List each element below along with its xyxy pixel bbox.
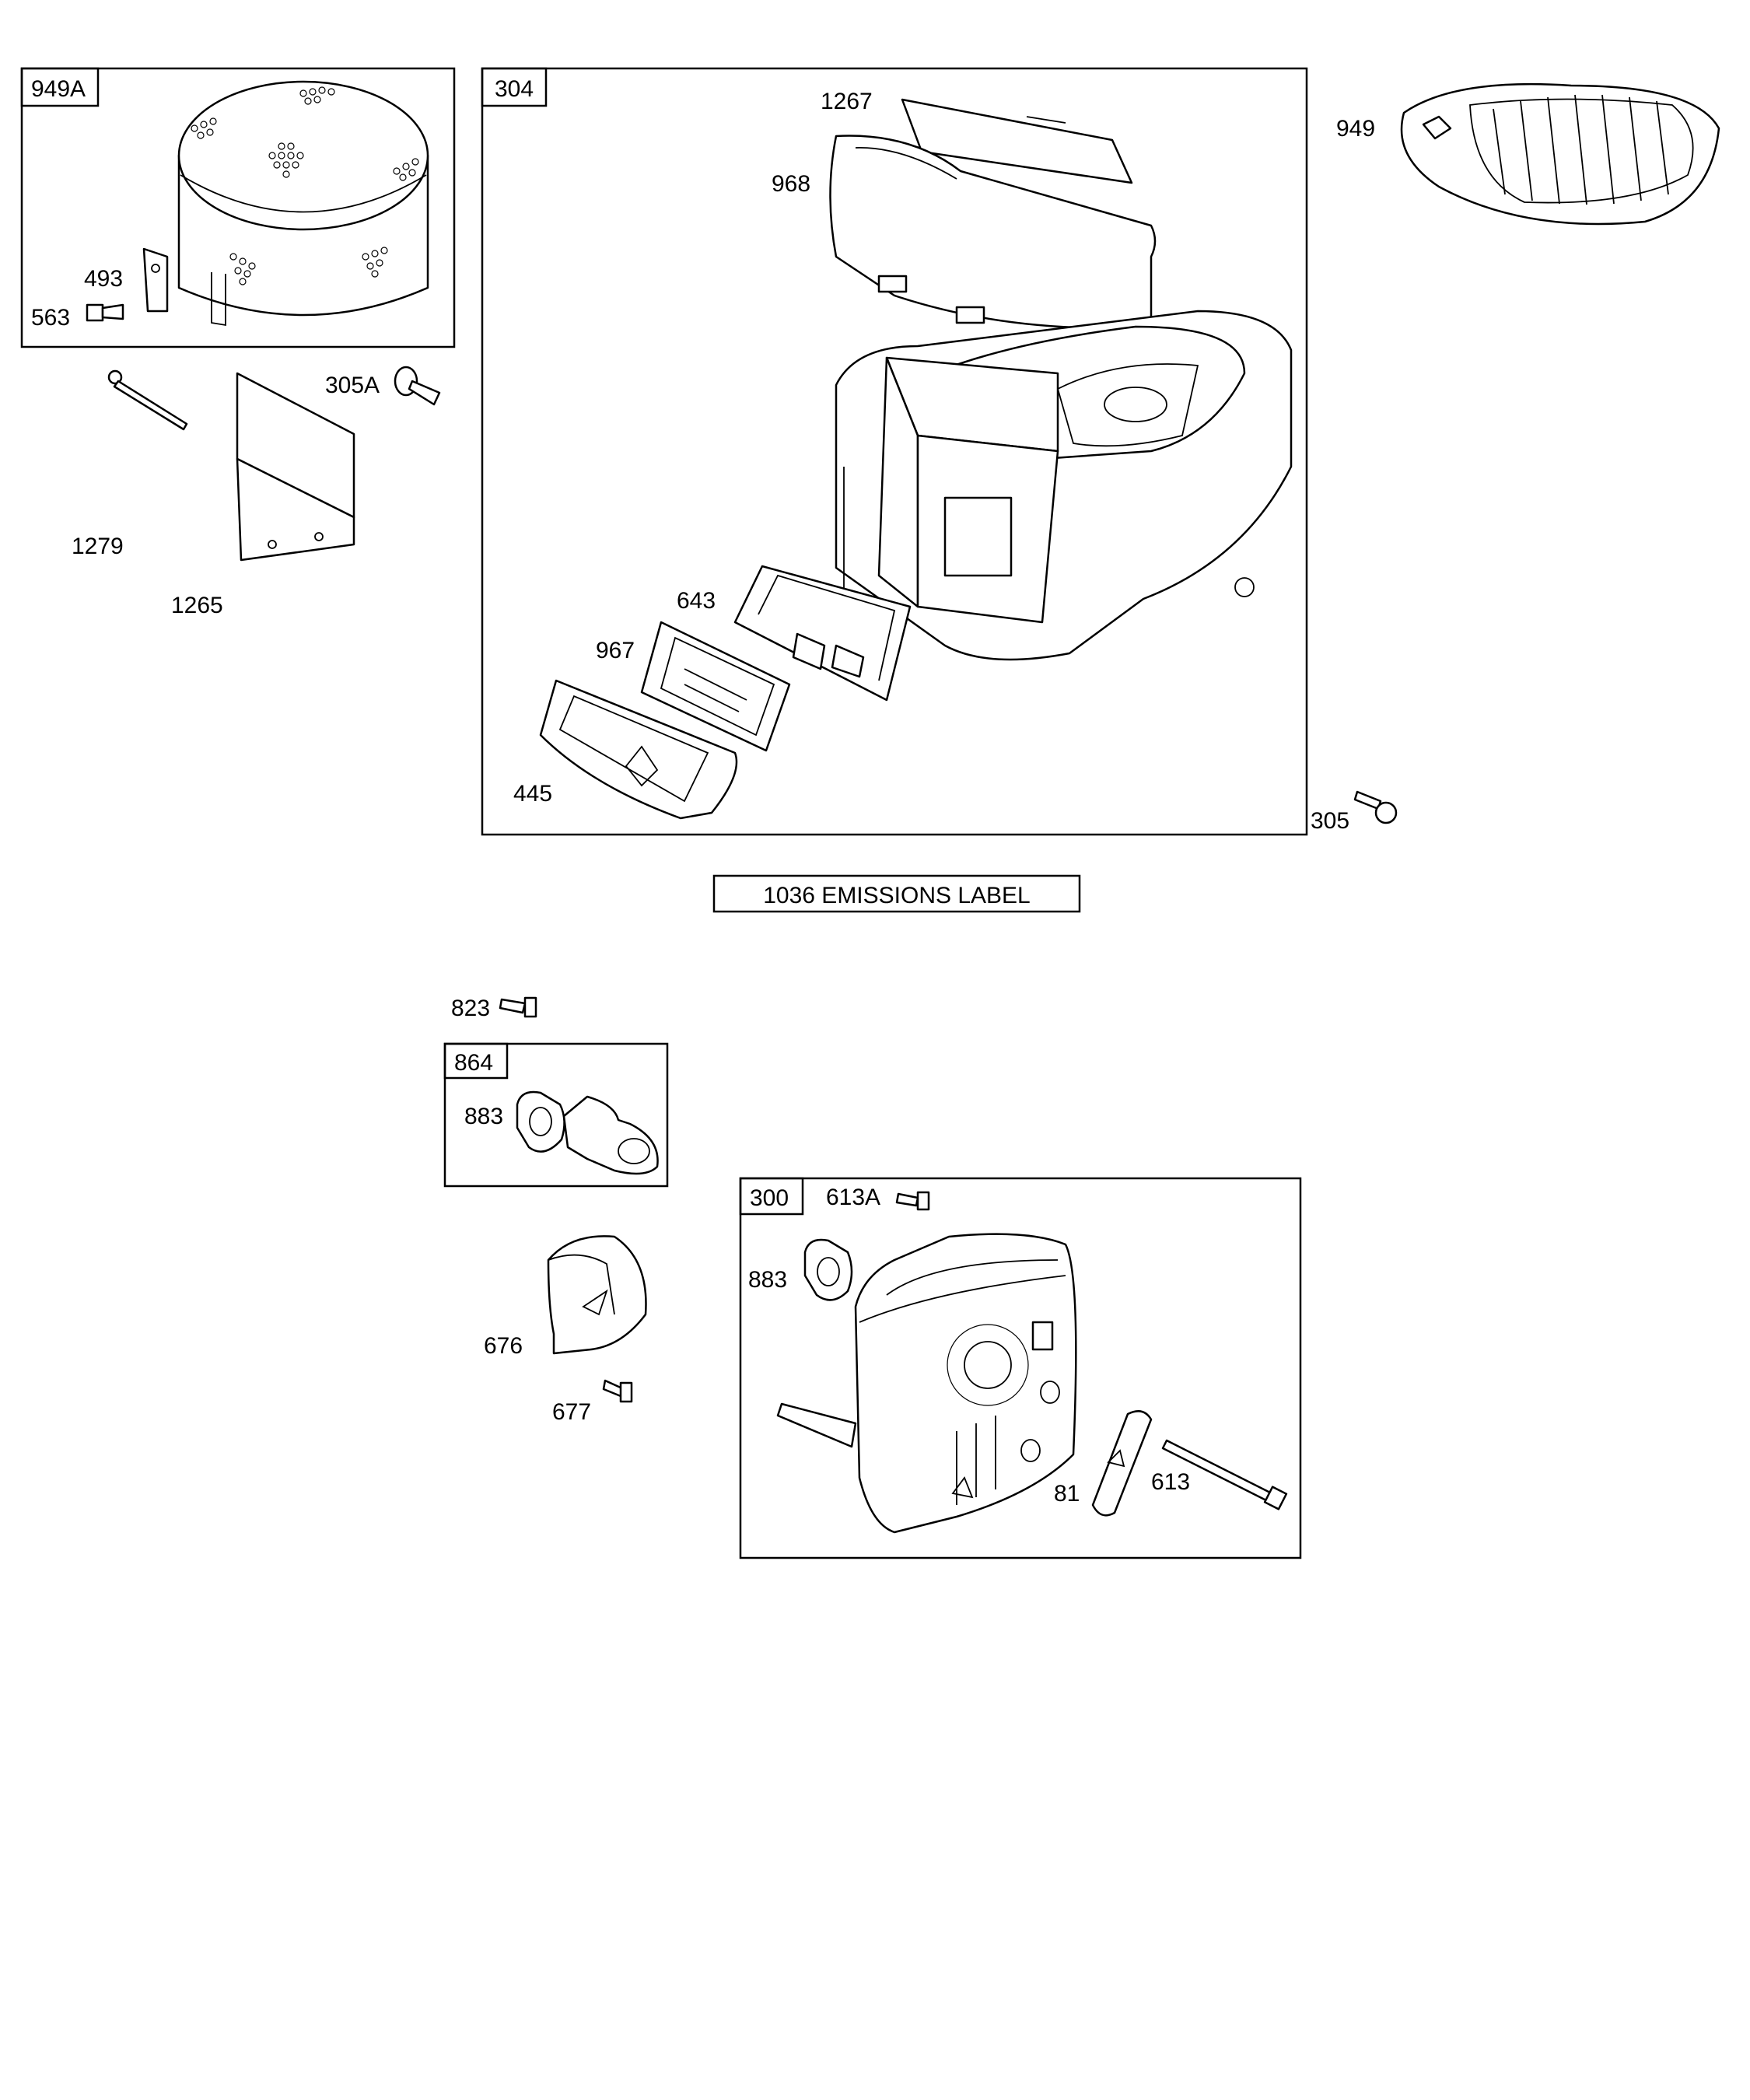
muffler-group: 300 613A 883 81 (739, 1177, 1302, 1559)
label-493[interactable]: 493 (84, 266, 123, 292)
emissions-label-text[interactable]: 1036 EMISSIONS LABEL (763, 883, 1031, 908)
filter-part-1267[interactable] (901, 98, 1133, 184)
label-883-muffler[interactable]: 883 (748, 1267, 787, 1293)
air-cleaner-cover-tag (20, 67, 100, 107)
lock-plate-part-81[interactable] (1091, 1410, 1153, 1517)
label-613a[interactable]: 613A (826, 1185, 880, 1210)
emissions-label-box (712, 874, 1081, 913)
label-plate-part-967[interactable] (640, 621, 791, 752)
intake-elbow-frame (443, 1042, 669, 1188)
blower-housing-group: 304 1267 968 (481, 67, 1308, 836)
label-967[interactable]: 967 (596, 638, 635, 663)
box-304-label[interactable]: 304 (495, 76, 534, 102)
label-677[interactable]: 677 (552, 1399, 591, 1425)
label-305[interactable]: 305 (1311, 808, 1349, 834)
screw-part-613a[interactable] (895, 1191, 930, 1211)
label-949[interactable]: 949 (1336, 116, 1375, 142)
bracket-part-493[interactable] (142, 247, 169, 313)
muffler-frame (739, 1177, 1302, 1559)
loose-parts-right: 949 305 (1311, 82, 1720, 834)
box-300-label[interactable]: 300 (750, 1185, 789, 1211)
intake-group: 823 864 883 (443, 996, 669, 1188)
label-1267[interactable]: 1267 (821, 89, 873, 114)
muffler-tag (739, 1177, 804, 1216)
air-cleaner-cover-part[interactable] (177, 80, 429, 327)
label-1279[interactable]: 1279 (72, 534, 124, 559)
baffle-part-1265[interactable] (236, 372, 355, 562)
screw-part-305[interactable] (1353, 790, 1398, 824)
filter-cartridge-part-445[interactable] (539, 679, 738, 820)
screw-part-563[interactable] (86, 303, 124, 322)
gasket-part-883-intake[interactable] (516, 1090, 565, 1153)
label-1265[interactable]: 1265 (171, 593, 223, 618)
label-643[interactable]: 643 (677, 588, 716, 614)
label-676[interactable]: 676 (484, 1333, 523, 1359)
box-864-label[interactable]: 864 (454, 1050, 493, 1076)
blower-housing-part[interactable] (835, 310, 1293, 661)
label-445[interactable]: 445 (513, 781, 552, 807)
label-305a[interactable]: 305A (325, 373, 380, 398)
label-968[interactable]: 968 (772, 171, 810, 197)
box-949a-label[interactable]: 949A (31, 76, 86, 102)
label-613[interactable]: 613 (1151, 1469, 1190, 1495)
label-81[interactable]: 81 (1054, 1481, 1080, 1507)
muffler-part[interactable] (776, 1233, 1077, 1534)
loose-parts-left: 305A 1279 1265 (72, 366, 441, 618)
blower-housing-tag (481, 67, 548, 107)
label-883-intake[interactable]: 883 (464, 1104, 503, 1129)
heat-shield-group: 676 677 (484, 1235, 647, 1425)
bolt-part-613[interactable] (1161, 1439, 1288, 1510)
air-cleaner-base-part-949[interactable] (1400, 82, 1720, 226)
intake-elbow-part[interactable] (562, 1095, 659, 1175)
air-cleaner-cover-frame (20, 67, 456, 348)
label-563[interactable]: 563 (31, 305, 70, 331)
blower-housing-frame (481, 67, 1308, 836)
heat-shield-part-676[interactable] (547, 1235, 647, 1355)
bracket-part-643[interactable] (733, 565, 912, 702)
screw-part-823[interactable] (499, 996, 537, 1018)
label-823[interactable]: 823 (451, 996, 490, 1021)
screw-part-305a[interactable] (394, 366, 441, 406)
intake-elbow-tag (443, 1042, 509, 1080)
screw-part-677[interactable] (602, 1379, 633, 1403)
bolt-part-1279[interactable] (107, 369, 188, 431)
gasket-part-883-muffler[interactable] (803, 1238, 853, 1301)
air-cleaner-cover-group: 949A 493 563 (20, 67, 456, 348)
